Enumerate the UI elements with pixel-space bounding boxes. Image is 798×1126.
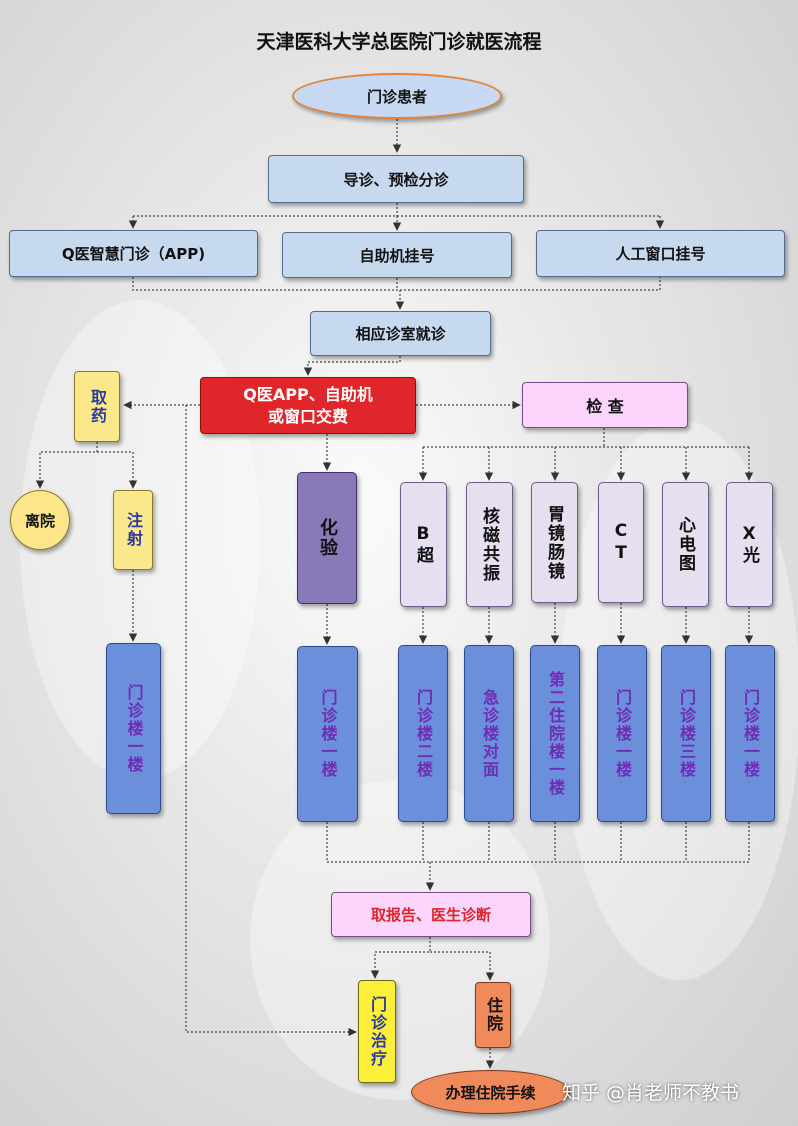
- admission-node: 办理住院手续: [411, 1070, 570, 1114]
- mri-node: 核磁共振: [466, 482, 513, 607]
- lab-floor-node: 门诊楼一楼: [297, 646, 358, 822]
- gastroscopy-node: 胃镜肠镜: [531, 482, 578, 603]
- kiosk-registration-node: 自助机挂号: [282, 232, 512, 278]
- exam-node: 检 查: [522, 382, 688, 428]
- payment-line-2: 或窗口交费: [267, 406, 348, 426]
- lab-node: 化验: [297, 472, 357, 604]
- payment-node: Q医APP、自助机 或窗口交费: [200, 377, 416, 434]
- xray-node: X光: [726, 482, 773, 607]
- report-node: 取报告、医生诊断: [331, 892, 531, 937]
- mri-floor-node: 急诊楼对面: [464, 645, 514, 822]
- hospitalize-node: 住院: [475, 982, 511, 1048]
- gastroscopy-floor-node: 第二住院楼一楼: [530, 645, 580, 822]
- payment-line-1: Q医APP、自助机: [243, 384, 373, 404]
- page-title: 天津医科大学总医院门诊就医流程: [256, 31, 542, 53]
- outpatient-treatment-node: 门诊治疗: [358, 980, 396, 1083]
- injection-floor-node: 门诊楼一楼: [106, 643, 161, 814]
- ecg-node: 心电图: [662, 482, 709, 607]
- consult-node: 相应诊室就诊: [310, 311, 491, 356]
- app-registration-node: Q医智慧门诊（APP): [9, 230, 258, 277]
- b-ultrasound-floor-node: 门诊楼二楼: [398, 645, 448, 822]
- ct-floor-node: 门诊楼一楼: [597, 645, 647, 822]
- medicine-node: 取药: [74, 371, 120, 442]
- patient-node: 门诊患者: [292, 73, 502, 119]
- ct-node: CT: [598, 482, 644, 603]
- triage-node: 导诊、预检分诊: [268, 155, 524, 203]
- b-ultrasound-node: B超: [400, 482, 447, 607]
- manual-registration-node: 人工窗口挂号: [536, 230, 785, 277]
- leave-node: 离院: [10, 490, 70, 550]
- xray-floor-node: 门诊楼一楼: [725, 645, 775, 822]
- injection-node: 注射: [113, 490, 153, 570]
- ecg-floor-node: 门诊楼三楼: [661, 645, 711, 822]
- watermark: 知乎 @肖老师不教书: [562, 1082, 740, 1104]
